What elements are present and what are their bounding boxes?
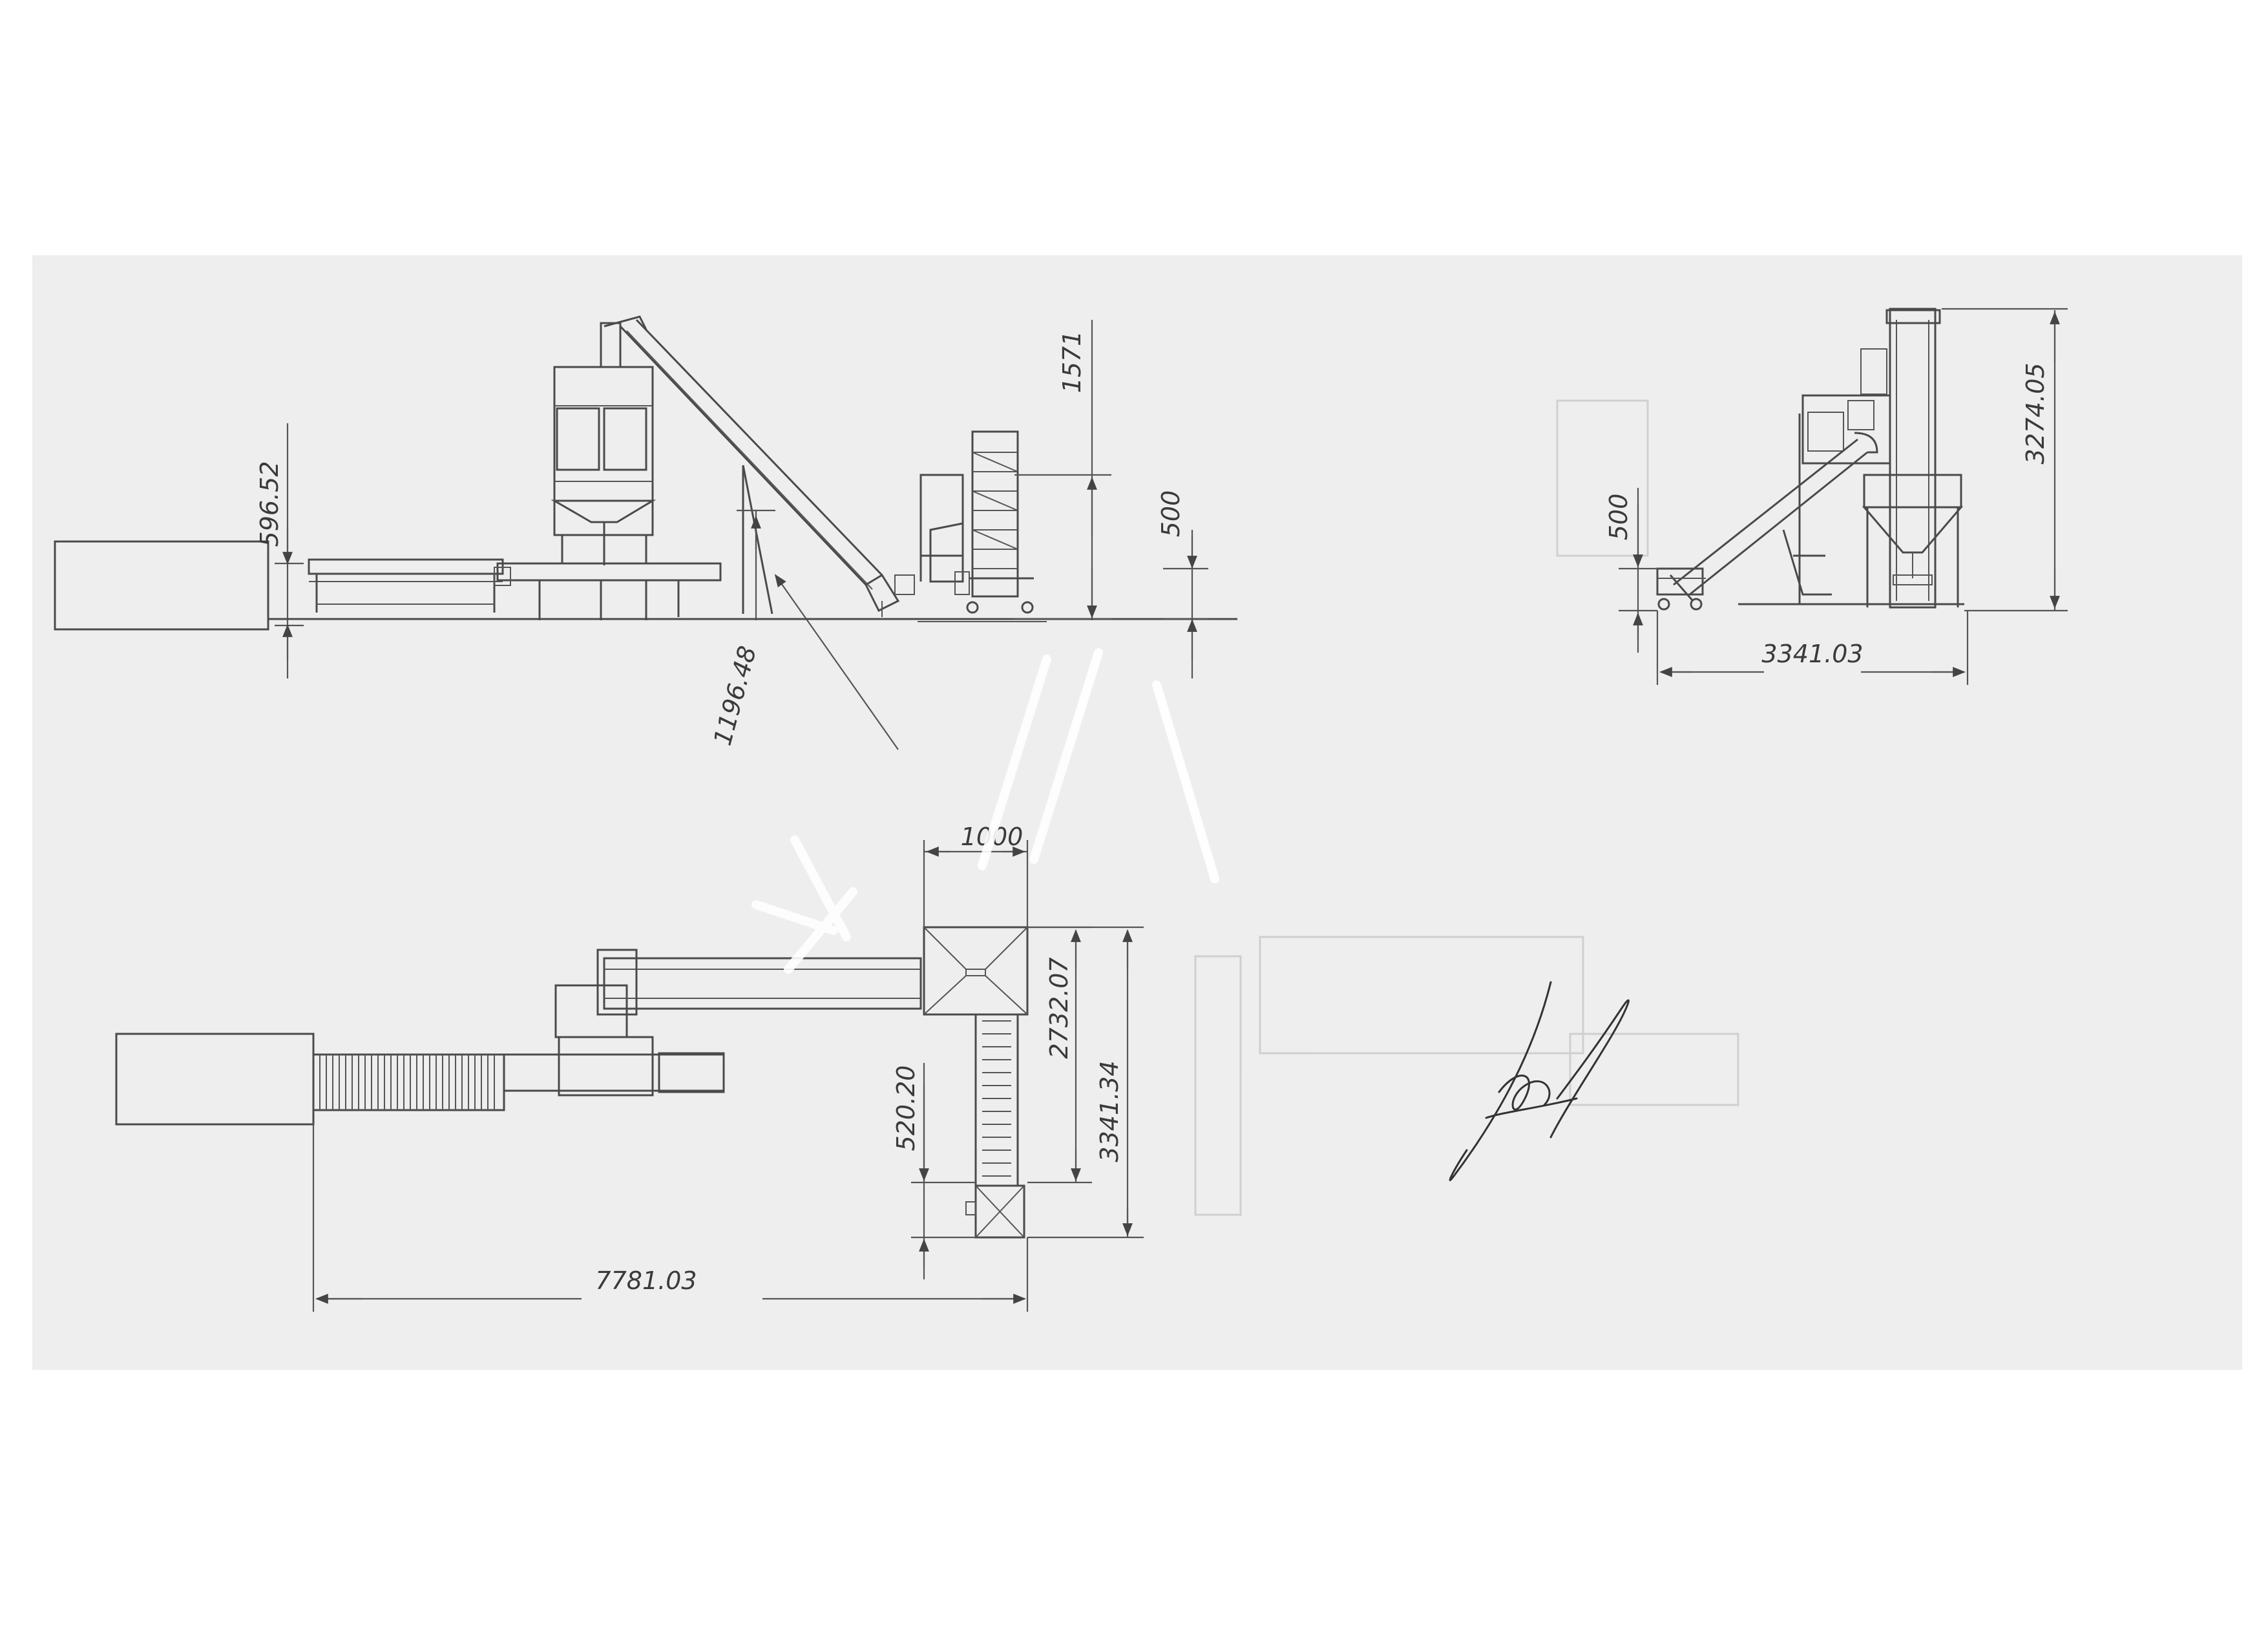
side-dim-mid-right: 500 — [1157, 490, 1185, 538]
end-view: 3274.05 500 3341.03 — [1604, 308, 2068, 685]
end-dim-height-left: 500 — [1604, 494, 1633, 541]
inclined-elevator — [604, 315, 915, 617]
side-dim-height-left: 596.52 — [255, 461, 284, 547]
right-elevator — [919, 430, 1034, 614]
side-dim-top-right: 1571 — [1058, 331, 1086, 394]
plan-view: 1000 2732.07 3341.34 520.20 7781.03 — [115, 823, 1144, 1312]
plan-dim-total-depth: 3341.34 — [1095, 1060, 1124, 1162]
end-dim-width: 3341.03 — [1761, 640, 1863, 668]
plan-dim-inner-depth: 2732.07 — [1045, 957, 1073, 1058]
ghost-drawing — [1194, 399, 1739, 1216]
side-view: 596.52 — [54, 315, 1237, 750]
scan-band — [32, 255, 2242, 1370]
side-view-box — [54, 540, 269, 631]
signature — [1449, 981, 1630, 1181]
plan-dim-hopper: 520.20 — [892, 1066, 920, 1151]
plan-dim-total-length: 7781.03 — [595, 1266, 697, 1295]
end-dim-total-height: 3274.05 — [2021, 362, 2050, 464]
watermark-stamp — [751, 648, 1219, 974]
